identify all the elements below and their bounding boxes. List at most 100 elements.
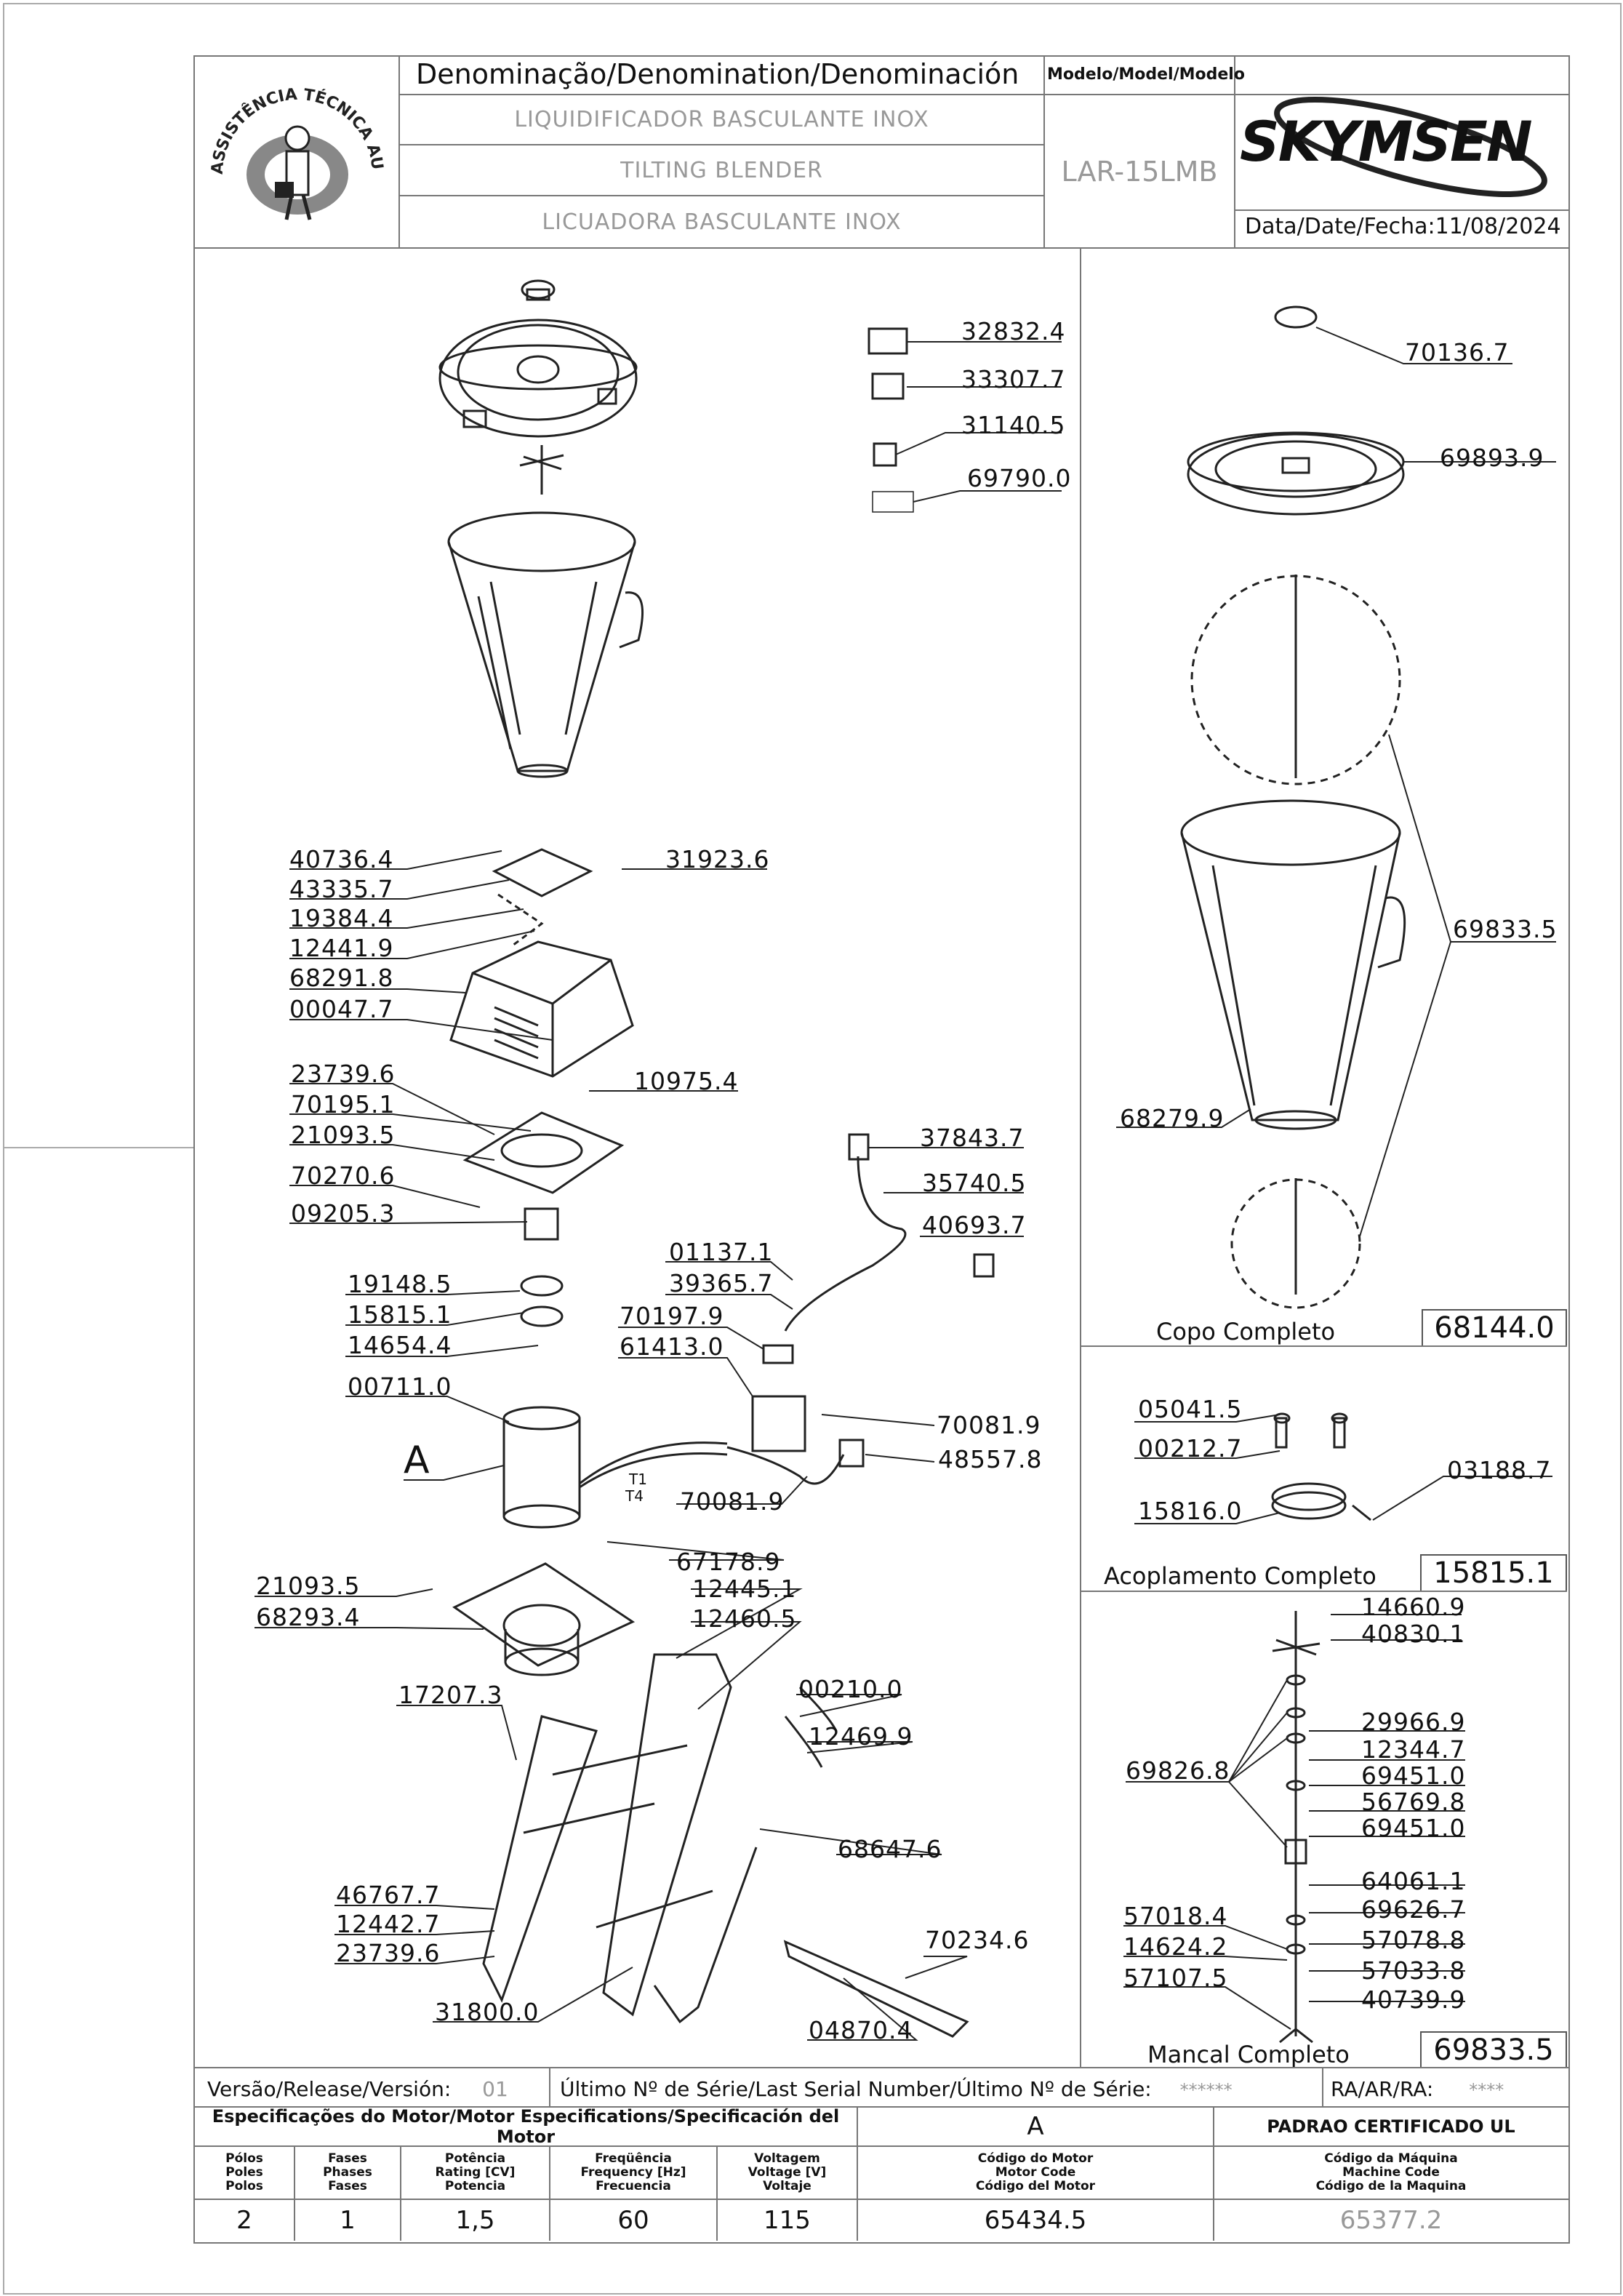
copo-drawing — [1180, 305, 1406, 1309]
mancal-part-label: 57107.5 — [1123, 1964, 1228, 1992]
part-label: 46767.7 — [336, 1881, 441, 1909]
part-label: 70195.1 — [291, 1090, 396, 1119]
mancal-part-label: 69451.0 — [1361, 1761, 1466, 1790]
part-label: 68293.4 — [256, 1603, 361, 1631]
brand-divider — [1234, 55, 1235, 249]
footer-line-1 — [193, 2067, 1568, 2068]
housing-part — [449, 940, 634, 1078]
part-label: 21093.5 — [256, 1572, 361, 1600]
part-label: 61413.0 — [620, 1332, 724, 1361]
motor-spec-divider — [857, 2108, 858, 2241]
part-label: 70197.9 — [620, 1302, 724, 1330]
part-label: 09205.3 — [291, 1199, 396, 1228]
row-line-3 — [398, 195, 1045, 196]
model-value: LAR-15LMB — [1061, 155, 1218, 188]
mancal-part-label: 69451.0 — [1361, 1814, 1466, 1842]
part-label: 15815.1 — [348, 1300, 452, 1329]
motor-spec-label: Especificações do Motor/Motor Especifica… — [212, 2106, 840, 2147]
stand-part — [482, 1653, 969, 2038]
part-label: 12442.7 — [336, 1910, 441, 1938]
model-divider — [1043, 55, 1045, 249]
part-label: 40736.4 — [289, 845, 394, 873]
col-divider-2 — [400, 2147, 401, 2241]
row-line-1 — [398, 94, 1568, 95]
acoplamento-part-label: 15816.0 — [1138, 1497, 1243, 1525]
wire-label-t1: T1 — [629, 1471, 647, 1488]
model-label: Modelo/Model/Modelo — [1047, 65, 1245, 84]
name-pt: LIQUIDIFICADOR BASCULANTE INOX — [514, 107, 929, 132]
coupling-part — [520, 1207, 564, 1327]
copo-part-label: 70136.7 — [1405, 338, 1510, 367]
right-panel-divider — [1080, 249, 1081, 2067]
lid-part — [438, 279, 638, 438]
acoplamento-code: 15815.1 — [1433, 1556, 1554, 1590]
part-label: 10975.4 — [634, 1067, 739, 1095]
copo-title: Copo Completo — [1156, 1318, 1336, 1345]
cert-divider — [1213, 2108, 1214, 2241]
denomination-label: Denominação/Denomination/Denominación — [416, 58, 1019, 90]
mancal-part-label: 69626.7 — [1361, 1895, 1466, 1924]
mancal-part-label: 40739.9 — [1361, 1985, 1466, 2014]
release-line: Versão/Release/Versión: 01 — [207, 2077, 508, 2101]
acoplamento-part-label: 05041.5 — [1138, 1395, 1243, 1423]
acoplamento-drawing — [1271, 1412, 1371, 1521]
part-label: 37843.7 — [920, 1124, 1025, 1152]
machine-code-value: 65377.2 — [1339, 2206, 1443, 2235]
part-label: 70081.9 — [680, 1487, 785, 1516]
part-label: 68647.6 — [838, 1835, 942, 1863]
mancal-part-label: 69826.8 — [1126, 1756, 1230, 1785]
part-label: 04870.4 — [809, 2016, 913, 2044]
part-label: 70234.6 — [925, 1926, 1030, 1954]
mancal-part-label: 29966.9 — [1361, 1708, 1466, 1736]
motor-code-value: 65434.5 — [984, 2206, 1087, 2235]
ra-line: RA/AR/RA: **** — [1331, 2077, 1504, 2101]
part-label: 43335.7 — [289, 875, 394, 903]
date-label: Data/Date/Fecha: — [1245, 214, 1435, 239]
footer-line-2 — [193, 2106, 1568, 2108]
blade-part — [519, 445, 564, 495]
copo-part-label: 69833.5 — [1453, 915, 1558, 943]
mancal-code: 69833.5 — [1433, 2033, 1554, 2067]
part-label: 33307.7 — [961, 365, 1066, 393]
mancal-drawing — [1272, 1611, 1321, 2044]
copo-code-box: 68144.0 — [1422, 1309, 1567, 1345]
part-label: 31923.6 — [665, 845, 770, 873]
part-label: 31140.5 — [961, 411, 1066, 439]
jar-part — [447, 511, 644, 778]
serial-label: Último Nº de Série/Last Serial Number/Úl… — [560, 2077, 1152, 2101]
mancal-code-box: 69833.5 — [1420, 2031, 1567, 2068]
part-label: 00711.0 — [348, 1372, 452, 1401]
copo-code: 68144.0 — [1434, 1311, 1555, 1345]
footer-line-4 — [193, 2199, 1568, 2200]
mancal-part-label: 64061.1 — [1361, 1867, 1466, 1895]
motor-letter-label: A — [404, 1439, 430, 1482]
acoplamento-part-label: 00212.7 — [1138, 1434, 1243, 1463]
copo-part-label: 69893.9 — [1440, 444, 1544, 472]
footer-line-3 — [193, 2145, 1568, 2147]
part-label: 12445.1 — [692, 1575, 797, 1603]
part-label: 68291.8 — [289, 964, 394, 992]
wiring-part — [726, 1133, 995, 1485]
part-label: 14654.4 — [348, 1331, 452, 1359]
ra-label: RA/AR/RA: — [1331, 2077, 1434, 2101]
mancal-part-label: 14624.2 — [1123, 1932, 1228, 1961]
part-label: 12441.9 — [289, 934, 394, 962]
service-logo-icon: ASSISTÊNCIA TÉCNICA AUTORIZADA — [201, 65, 386, 220]
name-en: TILTING BLENDER — [620, 157, 823, 183]
part-label: 23739.6 — [291, 1060, 396, 1088]
mancal-part-label: 12344.7 — [1361, 1735, 1466, 1764]
part-label: 17207.3 — [398, 1681, 503, 1709]
brand-name: SKYMSEN — [1240, 109, 1533, 174]
part-label: 01137.1 — [669, 1238, 774, 1266]
part-label: 48557.8 — [938, 1445, 1043, 1473]
part-label: 40693.7 — [922, 1211, 1027, 1239]
motor-letter: A — [1027, 2112, 1044, 2141]
date-line: Data/Date/Fecha:11/08/2024 — [1245, 214, 1561, 239]
col-divider-1 — [294, 2147, 295, 2241]
top-plate-part — [492, 848, 593, 947]
